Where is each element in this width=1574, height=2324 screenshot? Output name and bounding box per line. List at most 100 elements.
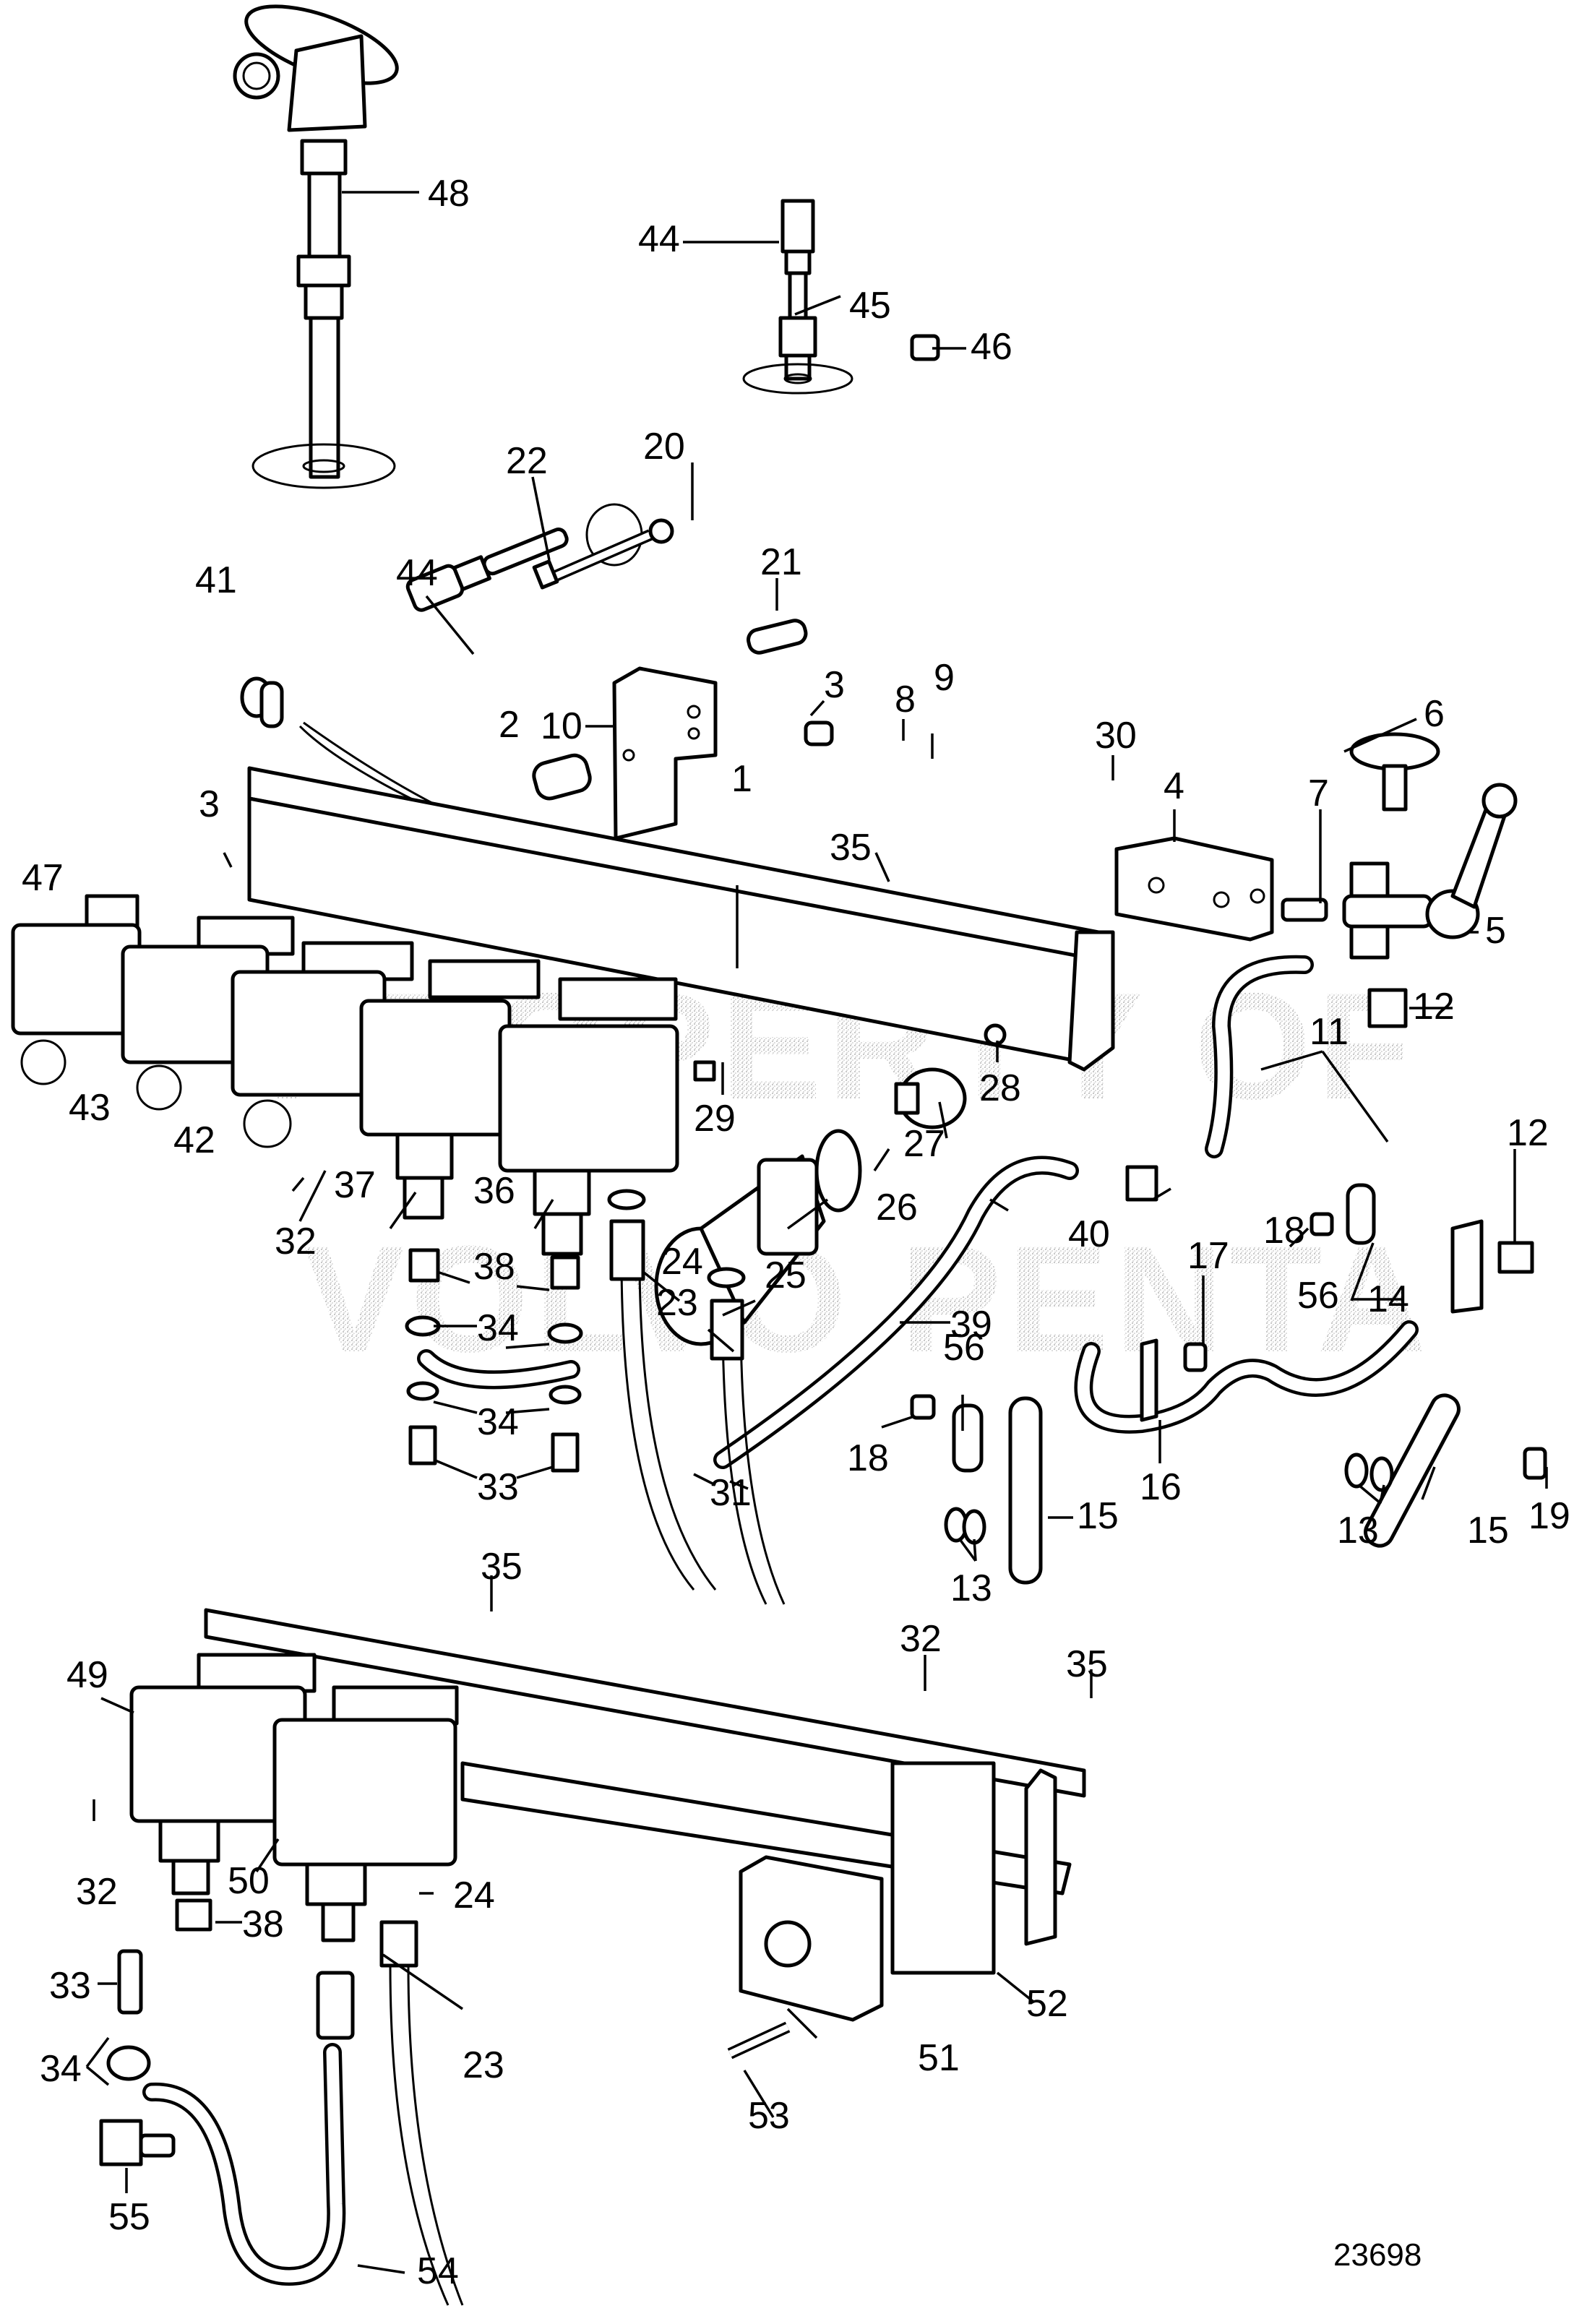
part-27-sender: [894, 1067, 967, 1129]
part-37-switch: [359, 959, 541, 1220]
callout-56: 56: [1297, 1275, 1339, 1317]
part-13-washers: [944, 1452, 1394, 1545]
callout-17: 17: [1187, 1235, 1229, 1277]
callout-25: 25: [765, 1254, 807, 1296]
callout-34: 34: [40, 2048, 82, 2090]
callout-47: 47: [22, 857, 64, 899]
part-44-sensor-pocket: [405, 528, 569, 612]
callout-50: 50: [228, 1860, 270, 1902]
callout-34: 34: [477, 1401, 519, 1443]
callout-46: 46: [971, 326, 1012, 368]
callout-12: 12: [1507, 1112, 1549, 1154]
callout-33: 33: [49, 1965, 91, 2007]
part-4-valve-block: [1114, 836, 1274, 942]
callout-48: 48: [428, 173, 470, 215]
part-28-washer: [984, 1023, 1007, 1046]
part-18-19-fasteners: [910, 1212, 1547, 1480]
callout-13: 13: [1337, 1510, 1379, 1552]
part-1-mounting-rail: [247, 766, 1115, 1072]
callout-29: 29: [694, 1098, 736, 1140]
callout-30: 30: [1095, 715, 1137, 757]
part-52-plate: [890, 1761, 996, 1975]
callout-18: 18: [847, 1437, 889, 1479]
callout-41: 41: [195, 559, 237, 601]
callout-7: 7: [1308, 772, 1329, 814]
part-7-nipple: [1281, 898, 1328, 922]
part-14-bracket: [1450, 1219, 1484, 1314]
callout-24: 24: [661, 1241, 703, 1283]
callout-10: 10: [541, 705, 582, 747]
part-49-switch: [129, 1653, 317, 1895]
part-22-bolt: [532, 529, 653, 590]
callout-32: 32: [76, 1871, 118, 1913]
callout-22: 22: [506, 440, 548, 482]
callout-54: 54: [417, 2250, 459, 2292]
part-20-washer: [648, 518, 674, 544]
part-26-gasket: [814, 1129, 862, 1213]
callout-38: 38: [473, 1246, 515, 1288]
callout-28: 28: [979, 1067, 1021, 1109]
part-40-elbow: [1125, 1165, 1158, 1202]
part-50-switch: [272, 1685, 459, 1942]
callout-56: 56: [943, 1327, 985, 1369]
callout-11: 11: [1309, 1011, 1349, 1053]
part-12-elbow-right: [1497, 1241, 1534, 1274]
callout-39: 39: [950, 1304, 992, 1346]
part-16-clip: [1140, 1338, 1158, 1422]
callout-32: 32: [275, 1221, 317, 1262]
part-47-switch: [11, 894, 142, 1085]
part-11-hose: [1074, 955, 1419, 1434]
callout-9: 9: [934, 657, 955, 699]
callout-26: 26: [876, 1187, 918, 1228]
callout-35: 35: [481, 1546, 522, 1588]
part-39-hose: [713, 1155, 1079, 1469]
callout-12: 12: [1413, 986, 1455, 1028]
part-42-switch: [231, 941, 414, 1148]
part-38-fitting-lower: [175, 1898, 212, 1932]
callout-35: 35: [1066, 1643, 1108, 1685]
callout-24: 24: [453, 1875, 495, 1916]
part-2-rubber-mount: [532, 753, 592, 801]
part-5-shutoff-valve: [1342, 783, 1518, 960]
callout-52: 52: [1026, 1983, 1068, 2025]
part-31-hoses: [620, 1257, 786, 1605]
callout-18: 18: [1263, 1210, 1305, 1252]
callout-42: 42: [173, 1119, 215, 1161]
callout-23: 23: [656, 1282, 698, 1324]
part-44-45-46-sensor-adapter: [742, 199, 940, 395]
callout-20: 20: [643, 426, 685, 468]
callout-37: 37: [334, 1164, 376, 1206]
callout-44: 44: [396, 552, 438, 594]
callout-19: 19: [1528, 1495, 1570, 1537]
callout-13: 13: [950, 1567, 992, 1609]
callout-27: 27: [903, 1123, 945, 1165]
callout-5: 5: [1485, 910, 1506, 952]
callout-16: 16: [1140, 1466, 1182, 1508]
callout-35: 35: [830, 827, 872, 869]
part-12-elbow-top: [1367, 988, 1408, 1028]
part-10-bracket: [612, 666, 718, 840]
part-15-straps: [1008, 1393, 1461, 1585]
part-54-hose: [142, 1920, 464, 2306]
callout-55: 55: [108, 2196, 150, 2238]
part-29-screw: [693, 1060, 716, 1082]
part-55-elbow-union: [99, 1949, 176, 2166]
callout-53: 53: [748, 2095, 790, 2137]
part-38-33-34-banjo-assembly: [405, 1248, 583, 1473]
callout-43: 43: [69, 1087, 111, 1129]
callout-15: 15: [1467, 1510, 1509, 1552]
callout-3: 3: [199, 783, 220, 825]
callout-32: 32: [900, 1618, 942, 1660]
callout-40: 40: [1068, 1213, 1110, 1255]
callout-36: 36: [473, 1170, 515, 1212]
part-21-spacer: [747, 619, 808, 655]
leader-lines: [85, 191, 1548, 2274]
callout-3: 3: [824, 664, 845, 706]
callout-4: 4: [1164, 765, 1184, 807]
part-56-clamps: [952, 1183, 1376, 1473]
callout-38: 38: [242, 1903, 284, 1945]
callout-34: 34: [477, 1307, 519, 1349]
callout-33: 33: [477, 1466, 519, 1508]
callout-8: 8: [895, 679, 916, 720]
